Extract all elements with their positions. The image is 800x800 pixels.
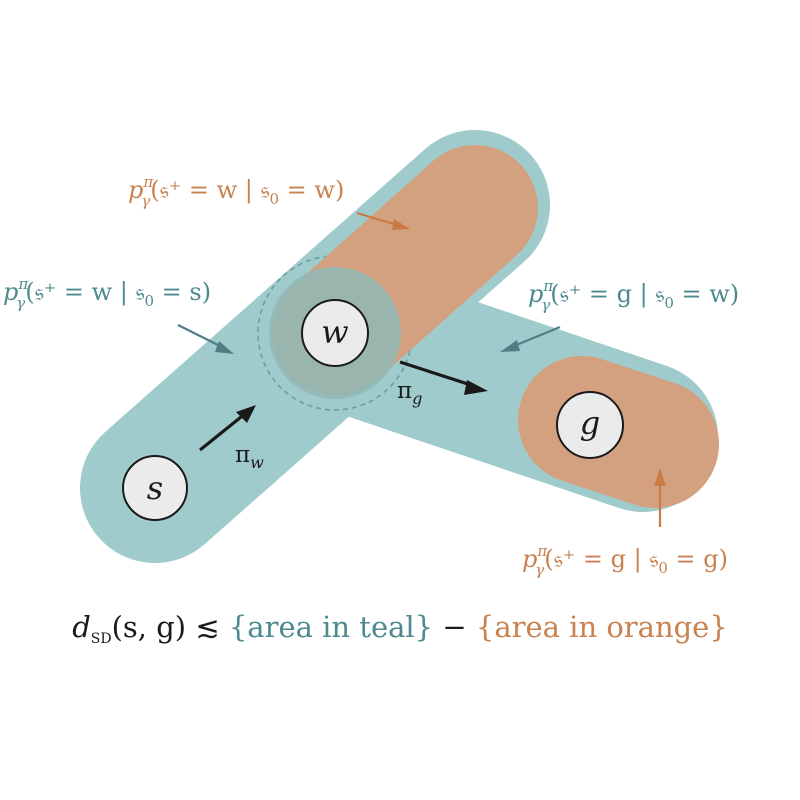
formula: dSD(s, g) ≲ {area in teal} − {area in or… xyxy=(72,610,728,647)
pi-g-label: πg xyxy=(397,378,422,408)
annot-arrow-gw xyxy=(513,325,561,348)
arrow-pi-g-head xyxy=(464,380,488,395)
annot-arrow-ws-head xyxy=(215,341,234,354)
node-s: s xyxy=(122,455,188,521)
pi-w-label: πw xyxy=(235,442,264,472)
node-g-circle xyxy=(556,391,624,459)
node-s-circle xyxy=(122,455,188,521)
node-s-label: s xyxy=(147,469,163,507)
arrow-pi-w xyxy=(198,411,248,452)
node-w-label: w xyxy=(321,313,348,351)
node-w: w xyxy=(301,299,369,367)
annot-arrow-gg-head xyxy=(654,468,666,486)
annot-arrow-ws xyxy=(177,324,223,348)
arrow-pi-w-head xyxy=(236,405,256,423)
node-g-label: g xyxy=(580,404,600,442)
node-w-circle xyxy=(301,299,369,367)
arrow-pi-g xyxy=(399,360,475,388)
annot-arrow-gw-head xyxy=(500,340,520,352)
annot-arrow-ww xyxy=(356,211,398,227)
annot-arrow-ww-head xyxy=(392,219,410,230)
node-g: g xyxy=(556,391,624,459)
